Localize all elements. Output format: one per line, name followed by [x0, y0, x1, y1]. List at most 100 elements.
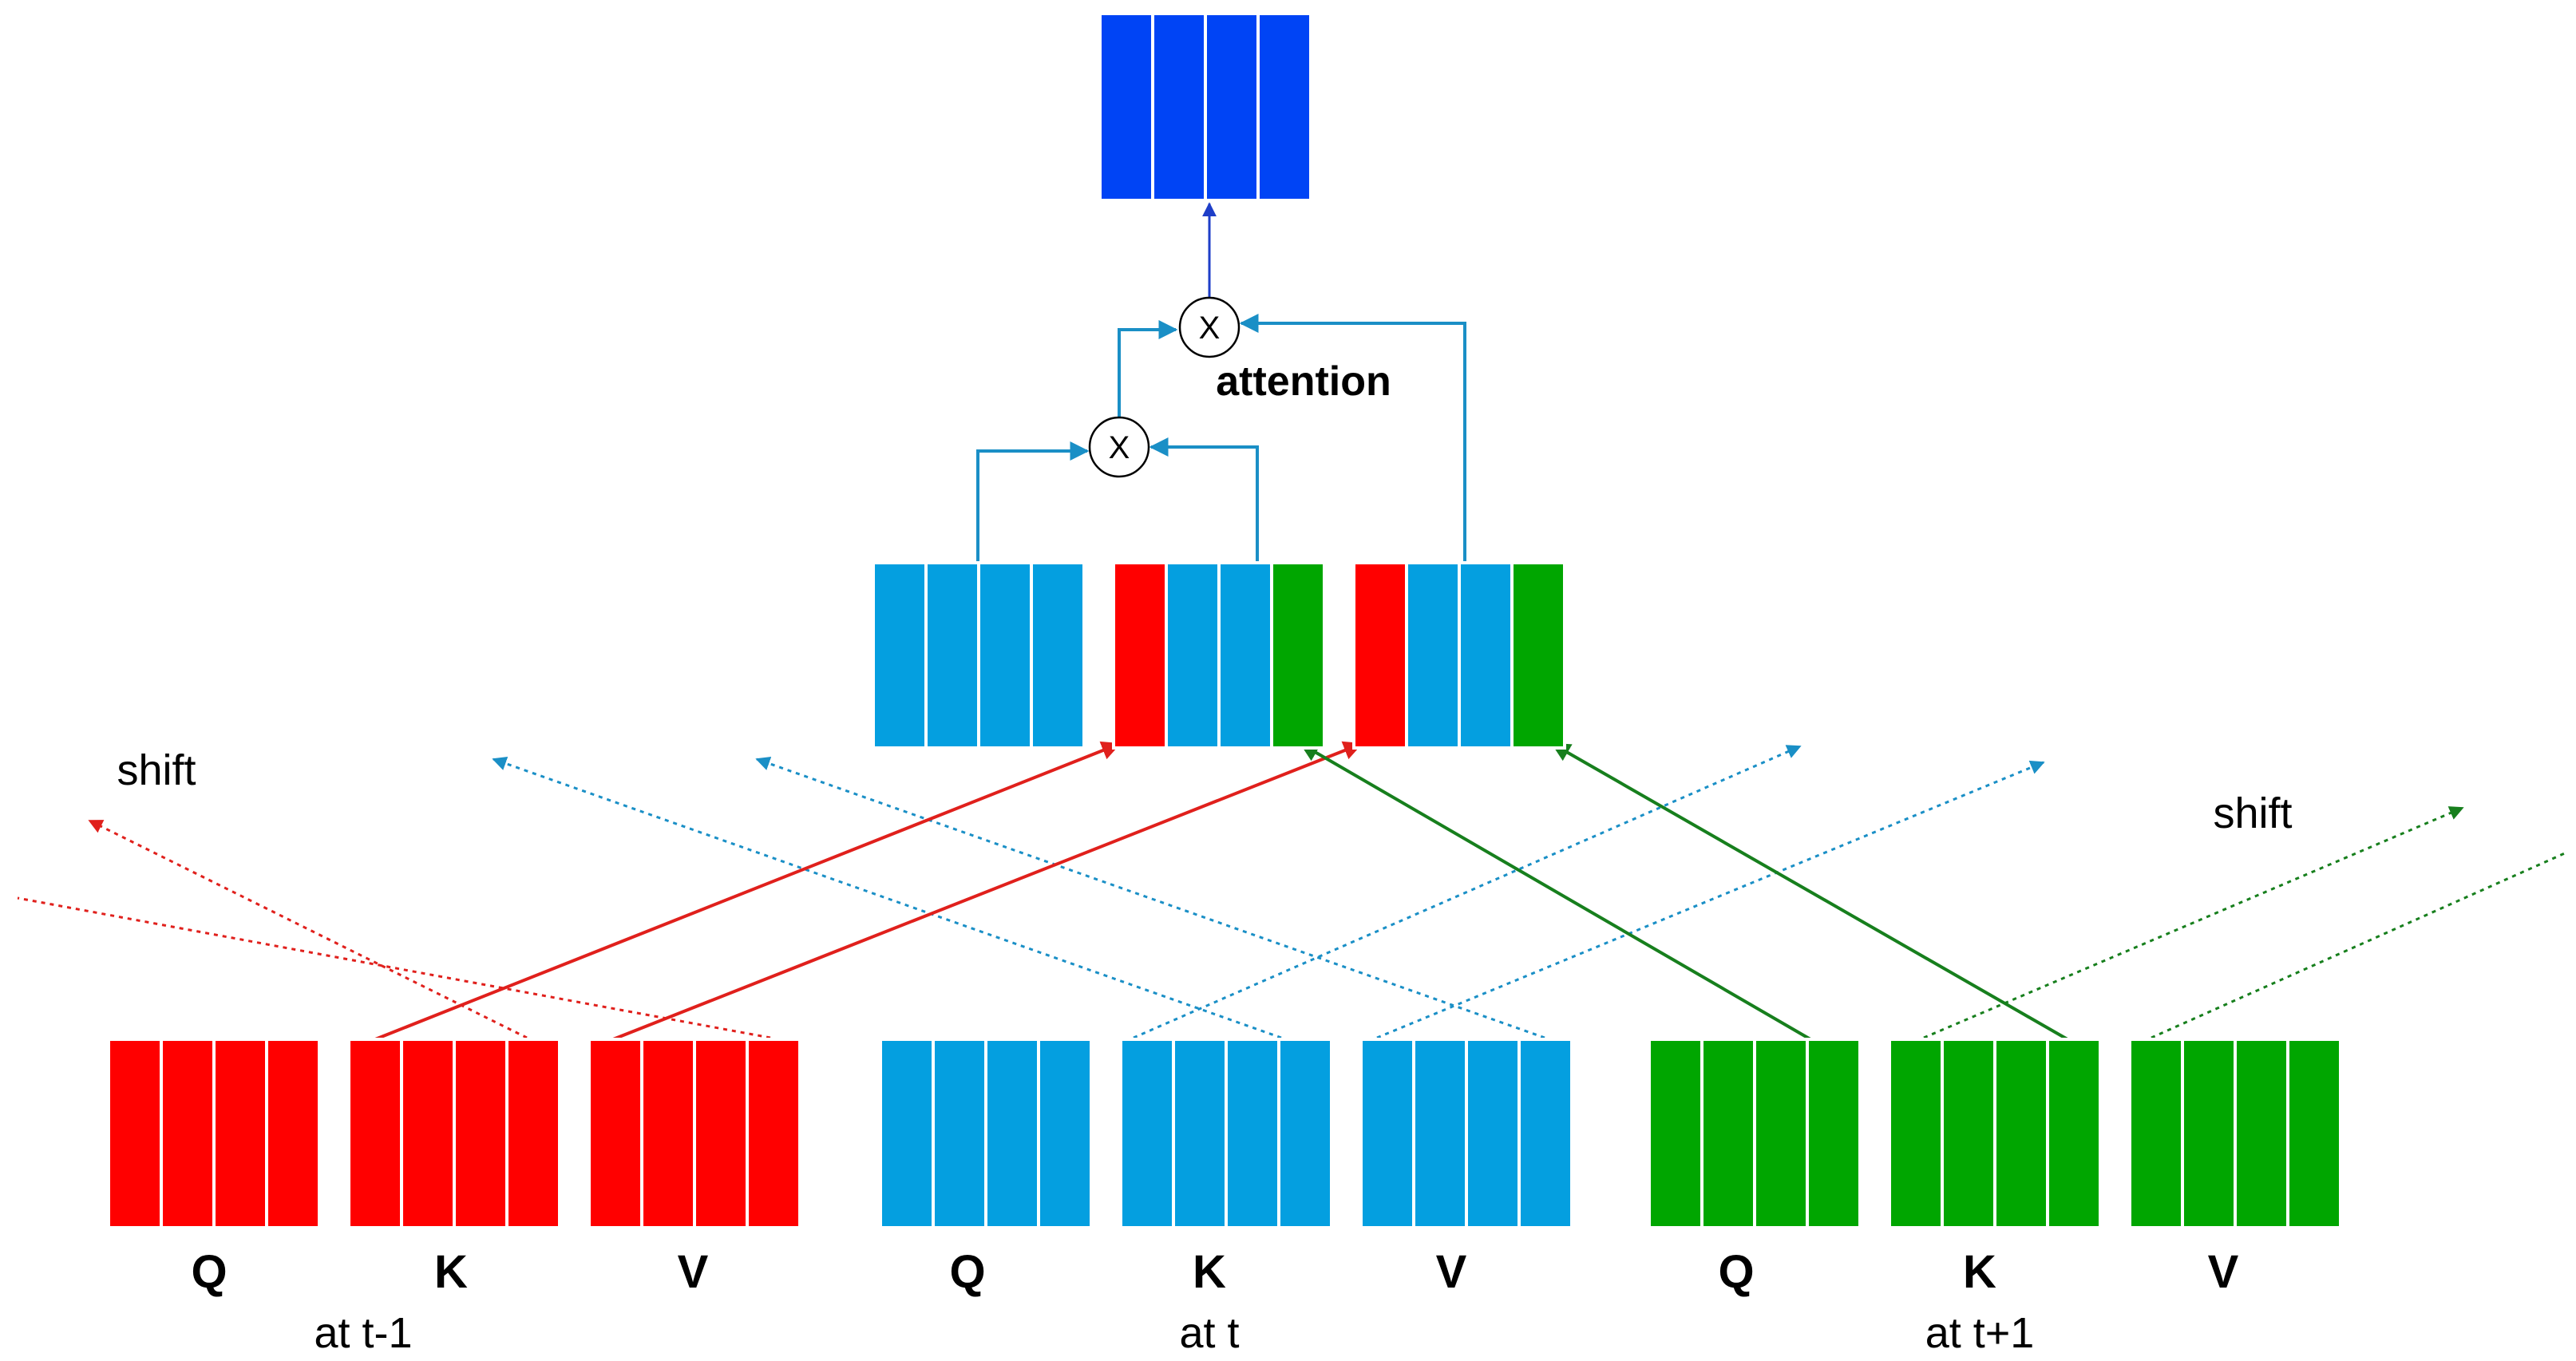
caption-t: at t [1179, 1309, 1239, 1357]
q-block-t-minus-1-channel-2 [160, 1038, 216, 1229]
q-block-t-channel-3 [984, 1038, 1040, 1229]
v-block-t-plus-1-channel-4 [2286, 1038, 2342, 1229]
shifted-channel-arrows [374, 741, 2068, 1041]
v-block-t-channel-4 [1518, 1038, 1573, 1229]
caption-t-minus-1: at t-1 [314, 1309, 412, 1357]
k-block-t-plus-1 [1888, 1038, 2102, 1229]
output-block-channel-3 [1204, 12, 1260, 202]
multiply-op-1: X [1088, 416, 1150, 478]
mid-q-block-channel-1 [872, 561, 928, 750]
v-block-t-channel-3 [1465, 1038, 1521, 1229]
shift-arrow-green-k [1923, 806, 2464, 1039]
mid-k-to-multiply-1 [1149, 437, 1259, 563]
shift-arrow-green-v [2151, 851, 2567, 1039]
v-block-t-plus-1-channel-1 [2128, 1038, 2184, 1229]
v-block-t-plus-1-channel-3 [2234, 1038, 2289, 1229]
q-block-t-plus-1-channel-3 [1753, 1038, 1809, 1229]
k-block-t-plus-1-channel-1 [1888, 1038, 1944, 1229]
shift-label-left: shift [117, 746, 196, 794]
label-v-t-minus-1: V [678, 1246, 709, 1298]
green-v-to-mid-v [1550, 742, 2068, 1041]
shift-arrows [17, 745, 2567, 1039]
q-block-t-plus-1-channel-1 [1648, 1038, 1703, 1229]
shift-label-right: shift [2213, 789, 2292, 837]
v-block-t-plus-1 [2128, 1038, 2342, 1229]
q-block-t-channel-2 [932, 1038, 987, 1229]
green-k-to-mid-k [1299, 742, 1812, 1041]
shift-arrow-red-k [88, 819, 528, 1039]
mid-v-block-shifted-channel-3 [1458, 561, 1514, 750]
q-block-t-minus-1 [107, 1038, 321, 1229]
shift-arrow-red-v [17, 896, 771, 1039]
mid-q-to-multiply-1 [976, 441, 1090, 563]
k-block-t-channel-2 [1172, 1038, 1228, 1229]
v-block-t-minus-1-channel-4 [746, 1038, 801, 1229]
k-block-t-plus-1-channel-3 [1993, 1038, 2049, 1229]
q-block-t-minus-1-channel-1 [107, 1038, 163, 1229]
label-k-t: K [1193, 1246, 1226, 1298]
shift-arrow-cyan-v-right [1376, 760, 2045, 1039]
k-block-t-plus-1-channel-2 [1941, 1038, 1996, 1229]
output-block-channel-1 [1098, 12, 1154, 202]
k-block-t-minus-1-channel-1 [347, 1038, 403, 1229]
v-block-t-channel-1 [1359, 1038, 1415, 1229]
shift-arrow-cyan-k-left [492, 756, 1282, 1039]
v-block-t-minus-1-channel-1 [588, 1038, 643, 1229]
output-block-channel-2 [1151, 12, 1207, 202]
q-block-t [879, 1038, 1093, 1229]
v-block-t-minus-1 [588, 1038, 801, 1229]
output-block-channel-4 [1256, 12, 1312, 202]
multiply-symbol-1: X [1109, 430, 1130, 465]
circled-x-icon [1088, 416, 1150, 478]
q-block-t-minus-1-channel-3 [212, 1038, 268, 1229]
caption-t-plus-1: at t+1 [1925, 1309, 2035, 1357]
multiply-op-2: X [1178, 296, 1241, 358]
red-k-to-mid-k [374, 741, 1122, 1041]
k-block-t-channel-1 [1119, 1038, 1175, 1229]
v-block-t-minus-1-channel-2 [640, 1038, 696, 1229]
red-v-to-mid-v [612, 741, 1363, 1041]
k-block-t [1119, 1038, 1333, 1229]
multiply-symbol-2: X [1199, 311, 1221, 346]
multiply-1-to-multiply-2 [1118, 320, 1178, 417]
label-q-t-plus-1: Q [1718, 1246, 1754, 1298]
output-block [1098, 12, 1312, 202]
q-block-t-minus-1-channel-4 [265, 1038, 321, 1229]
label-v-t: V [1436, 1246, 1467, 1298]
v-block-t [1359, 1038, 1573, 1229]
k-block-t-plus-1-channel-4 [2046, 1038, 2102, 1229]
k-block-t-channel-3 [1225, 1038, 1280, 1229]
v-block-t-channel-2 [1412, 1038, 1468, 1229]
mid-k-block-shifted-channel-4 [1270, 561, 1326, 750]
mid-v-block-shifted-channel-4 [1510, 561, 1566, 750]
k-block-t-minus-1-channel-2 [400, 1038, 456, 1229]
mid-q-block [872, 561, 1086, 750]
mid-q-block-channel-3 [977, 561, 1033, 750]
mid-v-to-multiply-2 [1239, 314, 1466, 563]
mid-v-block-shifted-channel-1 [1352, 561, 1408, 750]
shift-arrow-cyan-v-left [755, 756, 1545, 1039]
mid-v-block-shifted [1352, 561, 1566, 750]
mid-k-block-shifted [1112, 561, 1326, 750]
k-block-t-minus-1-channel-4 [505, 1038, 561, 1229]
label-k-t-minus-1: K [434, 1246, 468, 1298]
v-block-t-plus-1-channel-2 [2181, 1038, 2237, 1229]
q-block-t-plus-1 [1648, 1038, 1862, 1229]
q-block-t-plus-1-channel-4 [1806, 1038, 1862, 1229]
feature-blocks [107, 12, 2342, 1229]
label-q-t: Q [949, 1246, 985, 1298]
q-block-t-plus-1-channel-2 [1700, 1038, 1756, 1229]
k-block-t-channel-4 [1277, 1038, 1333, 1229]
attention-connections [976, 314, 1466, 563]
label-q-t-minus-1: Q [191, 1246, 227, 1298]
circled-x-icon [1178, 296, 1241, 358]
q-block-t-channel-4 [1037, 1038, 1093, 1229]
mid-k-block-shifted-channel-3 [1217, 561, 1273, 750]
q-block-t-channel-1 [879, 1038, 935, 1229]
shift-arrow-cyan-k-right [1133, 745, 1802, 1039]
mid-k-block-shifted-channel-1 [1112, 561, 1168, 750]
mid-k-block-shifted-channel-2 [1165, 561, 1221, 750]
mid-q-block-channel-4 [1030, 561, 1086, 750]
mid-q-block-channel-2 [924, 561, 980, 750]
